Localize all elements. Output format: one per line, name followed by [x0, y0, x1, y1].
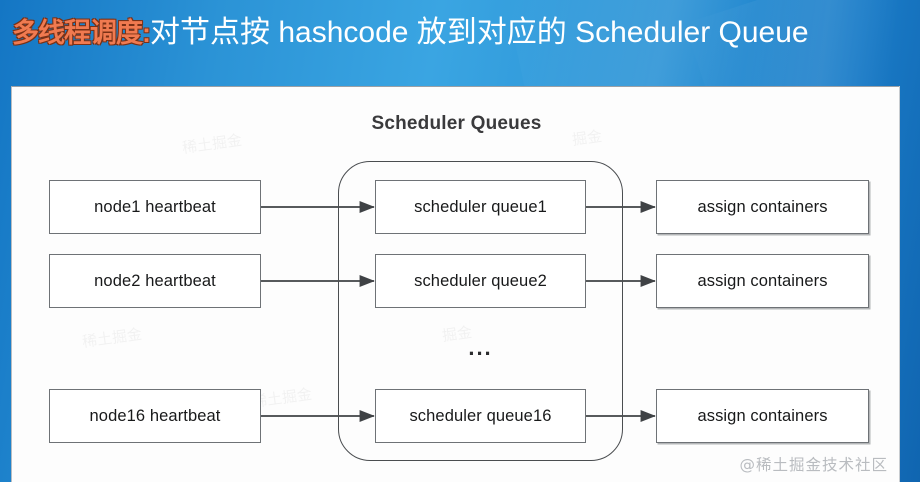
page-title-rest: 对节点按 hashcode 放到对应的 Scheduler Queue [150, 16, 809, 49]
scheduler-queue-label: scheduler queue16 [409, 406, 552, 425]
scheduler-queue-box[interactable]: scheduler queue1 [375, 180, 586, 234]
diagram-title: Scheduler Queues [371, 113, 542, 134]
scheduler-queue-label: scheduler queue2 [414, 271, 547, 290]
node-heartbeat-box[interactable]: node2 heartbeat [49, 254, 261, 308]
corner-watermark: @稀土掘金技术社区 [739, 456, 888, 474]
assign-containers-box[interactable]: assign containers [656, 180, 869, 234]
scheduler-queue-box[interactable]: scheduler queue2 [375, 254, 586, 308]
assign-containers-box[interactable]: assign containers [656, 254, 869, 308]
assign-containers-label: assign containers [697, 271, 828, 290]
node-heartbeat-box[interactable]: node16 heartbeat [49, 389, 261, 443]
node-heartbeat-label: node16 heartbeat [89, 406, 221, 425]
scheduler-queue-label: scheduler queue1 [414, 197, 547, 216]
diagram-panel: 稀土掘金 掘金 稀土掘金 掘金 稀土掘金 掘金 Scheduler Queues [11, 86, 900, 482]
ellipsis-indicator: ... [468, 335, 493, 360]
assign-containers-label: assign containers [697, 406, 828, 425]
page-title: 多线程调度:对节点按 hashcode 放到对应的 Scheduler Queu… [12, 6, 920, 58]
scheduler-queue-group [338, 161, 623, 461]
assign-containers-box[interactable]: assign containers [656, 389, 869, 443]
panel-right-edge [899, 86, 900, 482]
slide-header: 多线程调度:对节点按 hashcode 放到对应的 Scheduler Queu… [0, 0, 920, 170]
node-heartbeat-box[interactable]: node1 heartbeat [49, 180, 261, 234]
page-title-highlight: 多线程调度: [12, 18, 151, 48]
background-watermark: 稀土掘金 [81, 323, 143, 352]
node-heartbeat-label: node2 heartbeat [94, 271, 216, 290]
scheduler-queue-box[interactable]: scheduler queue16 [375, 389, 586, 443]
node-heartbeat-label: node1 heartbeat [94, 197, 216, 216]
assign-containers-label: assign containers [697, 197, 828, 216]
